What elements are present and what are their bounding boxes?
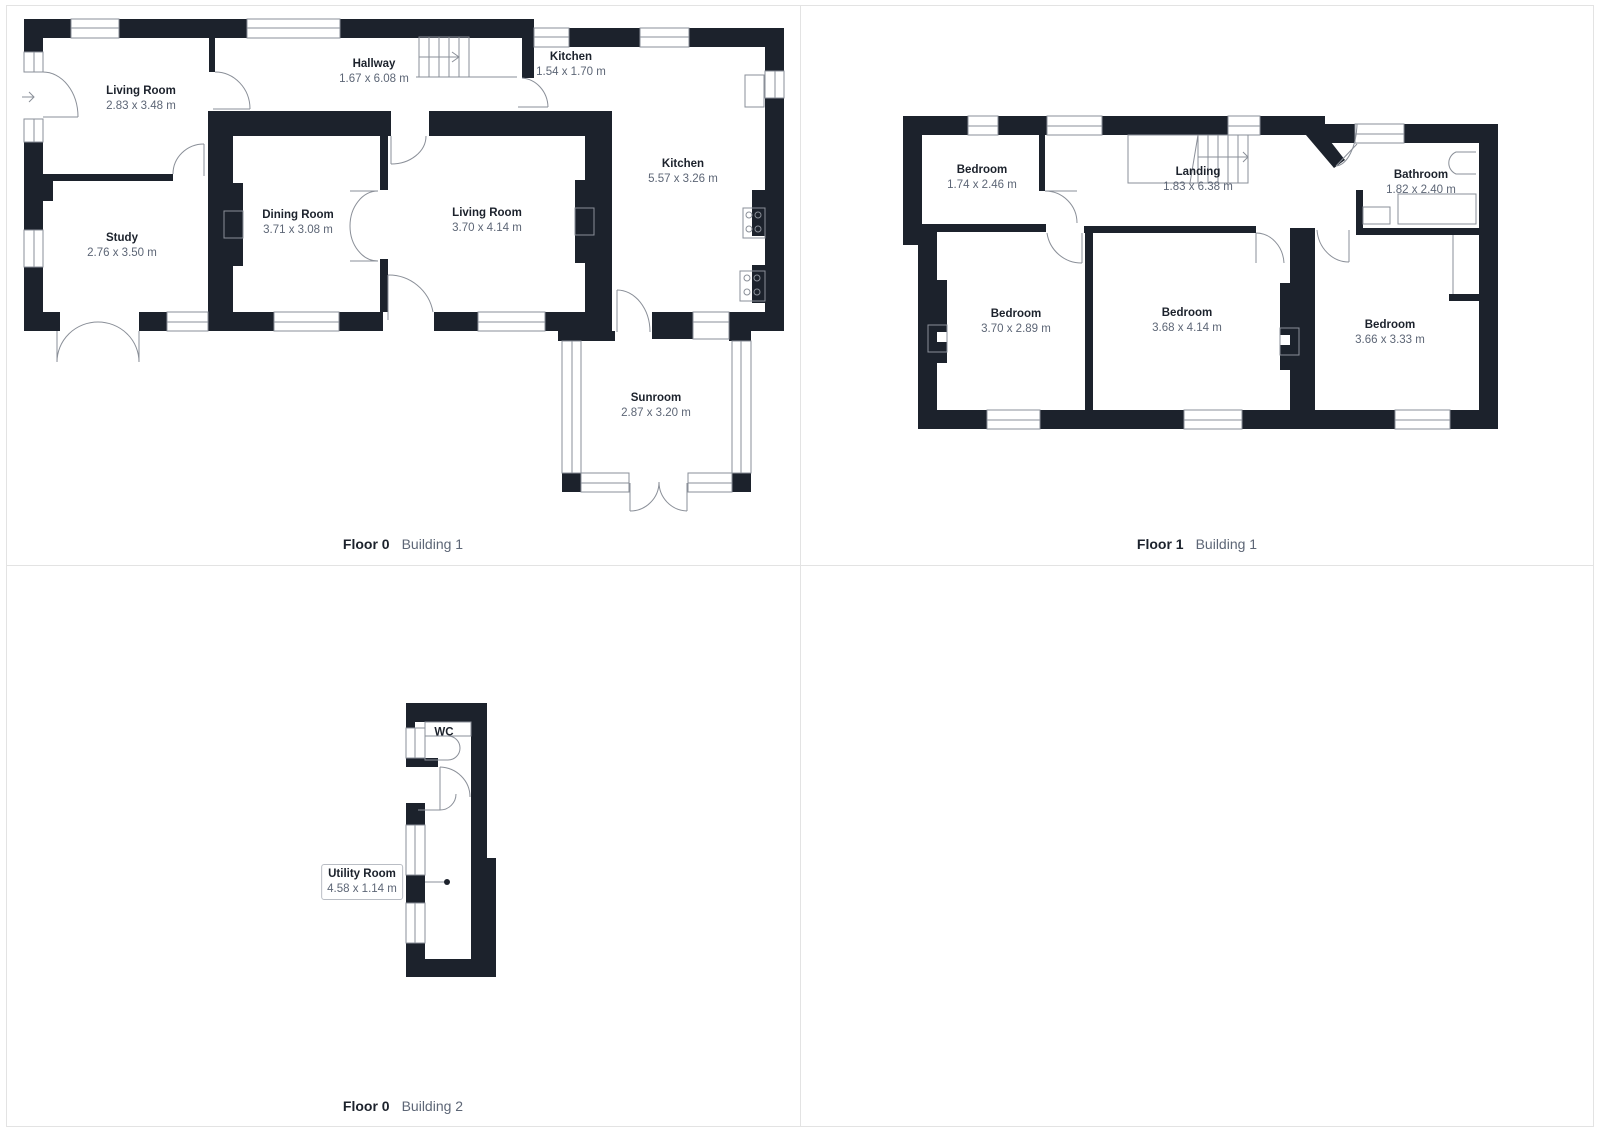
- floor0-building1-plan-drawing: [22, 18, 785, 512]
- walls: [406, 703, 496, 977]
- room-name: Utility Room: [328, 868, 396, 880]
- room-label-study: Study 2.76 x 3.50 m: [87, 231, 157, 261]
- panel-caption: Floor 0 Building 1: [343, 536, 463, 552]
- floor0-building2-plan-drawing: [405, 703, 496, 977]
- room-name: Landing: [1175, 166, 1221, 178]
- room-dimensions: 1.74 x 2.46 m: [947, 179, 1017, 191]
- building-label: Building 1: [401, 536, 464, 552]
- floor-label: Floor 1: [1136, 536, 1184, 552]
- floor1-building1-plan-drawing: [903, 115, 1498, 430]
- room-dimensions: 2.83 x 3.48 m: [106, 100, 176, 112]
- room-dimensions: 3.66 x 3.33 m: [1355, 334, 1425, 346]
- room-name: Living Room: [452, 207, 522, 219]
- room-label-bedroom-right: Bedroom 3.66 x 3.33 m: [1355, 318, 1425, 348]
- room-name: Living Room: [106, 85, 176, 97]
- room-label-landing: Landing 1.83 x 6.38 m: [1163, 165, 1233, 195]
- room-label-bedroom-left: Bedroom 3.70 x 2.89 m: [981, 307, 1051, 337]
- floorplan-floor0-building1: Living Room 2.83 x 3.48 m Hallway 1.67 x…: [0, 0, 800, 565]
- building-label: Building 1: [1195, 536, 1258, 552]
- room-dimensions: 1.67 x 6.08 m: [339, 73, 409, 85]
- room-dimensions: 3.71 x 3.08 m: [263, 224, 333, 236]
- room-dimensions: 1.83 x 6.38 m: [1163, 181, 1233, 193]
- room-name: Hallway: [352, 58, 396, 70]
- room-dimensions: 4.58 x 1.14 m: [327, 883, 397, 895]
- room-dimensions: 3.70 x 2.89 m: [981, 323, 1051, 335]
- room-name: Sunroom: [630, 392, 682, 404]
- floor-label: Floor 0: [342, 1098, 390, 1114]
- grid-divider-horizontal: [6, 565, 1594, 566]
- windows-doors-fixtures: [927, 115, 1477, 430]
- room-name: WC: [434, 726, 454, 739]
- room-name: Study: [106, 232, 138, 244]
- panel-caption: Floor 1 Building 1: [1137, 536, 1257, 552]
- room-dimensions: 3.68 x 4.14 m: [1152, 322, 1222, 334]
- room-label-living-room-1: Living Room 2.83 x 3.48 m: [106, 84, 176, 114]
- room-name: Bedroom: [1364, 319, 1416, 331]
- room-label-living-room-2: Living Room 3.70 x 4.14 m: [452, 206, 522, 236]
- building-label: Building 2: [401, 1098, 464, 1114]
- windows-doors-fixtures: [22, 18, 785, 512]
- room-label-bedroom-small: Bedroom 1.74 x 2.46 m: [947, 163, 1017, 193]
- room-label-sunroom: Sunroom 2.87 x 3.20 m: [621, 391, 691, 421]
- room-label-utility-room: Utility Room 4.58 x 1.14 m: [321, 864, 403, 900]
- room-dimensions: 3.70 x 4.14 m: [452, 222, 522, 234]
- room-name: Kitchen: [661, 158, 705, 170]
- room-dimensions: 2.76 x 3.50 m: [87, 247, 157, 259]
- room-name: Bedroom: [1161, 307, 1213, 319]
- grid-divider-vertical: [800, 5, 801, 1127]
- floorplan-floor1-building1: Bedroom 1.74 x 2.46 m Landing 1.83 x 6.3…: [0, 0, 1600, 565]
- room-label-hallway: Hallway 1.67 x 6.08 m: [339, 57, 409, 87]
- walls: [903, 116, 1498, 429]
- room-label-kitchen-small: Kitchen 1.54 x 1.70 m: [536, 50, 606, 80]
- grid-border-left: [6, 5, 7, 1127]
- floor-label: Floor 0: [342, 536, 390, 552]
- empty-panel: [800, 565, 1594, 1127]
- room-label-kitchen-main: Kitchen 5.57 x 3.26 m: [648, 157, 718, 187]
- room-label-bedroom-center: Bedroom 3.68 x 4.14 m: [1152, 306, 1222, 336]
- room-name: Kitchen: [549, 51, 593, 63]
- room-name: Dining Room: [262, 209, 334, 221]
- room-name: Bedroom: [956, 164, 1008, 176]
- room-dimensions: 1.54 x 1.70 m: [536, 66, 606, 78]
- room-dimensions: 2.87 x 3.20 m: [621, 407, 691, 419]
- floorplan-floor0-building2: WC Utility Room 4.58 x 1.14 m Floor 0 Bui…: [0, 565, 800, 1127]
- room-label-bathroom: Bathroom 1.82 x 2.40 m: [1386, 168, 1456, 198]
- room-name: Bedroom: [990, 308, 1042, 320]
- room-label-dining-room: Dining Room 3.71 x 3.08 m: [262, 208, 334, 238]
- grid-border-right: [1593, 5, 1594, 1127]
- room-name: Bathroom: [1393, 169, 1449, 181]
- room-dimensions: 5.57 x 3.26 m: [648, 173, 718, 185]
- walls: [24, 19, 784, 492]
- marker-dot: [444, 879, 450, 885]
- room-dimensions: 1.82 x 2.40 m: [1386, 184, 1456, 196]
- panel-caption: Floor 0 Building 2: [343, 1098, 463, 1114]
- windows-doors-fixtures: [405, 721, 472, 944]
- room-label-wc: WC: [434, 726, 453, 741]
